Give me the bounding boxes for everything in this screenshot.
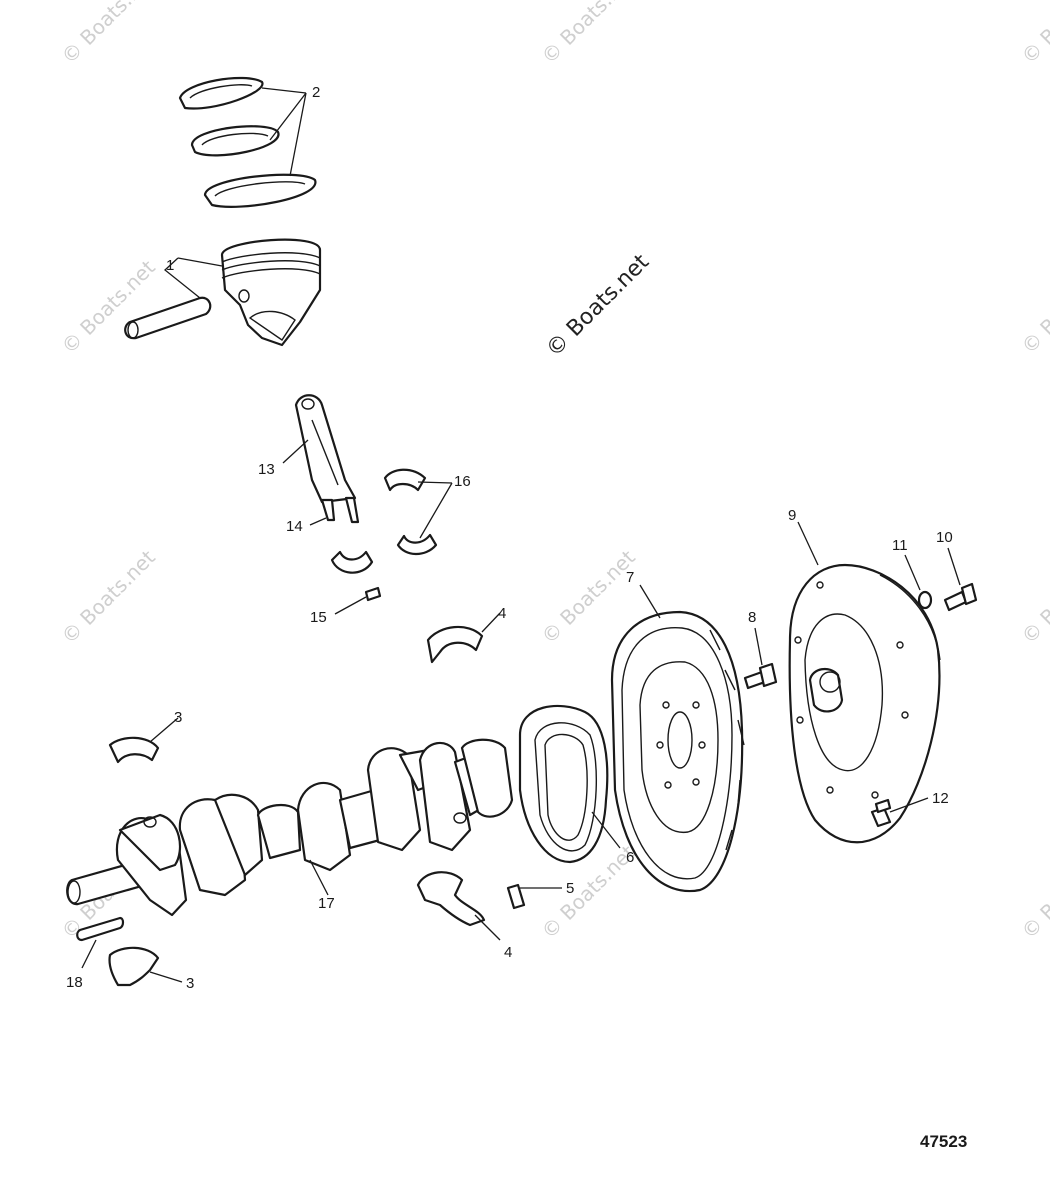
- pin-5: [506, 883, 526, 910]
- main-bearing-4-lower: [416, 871, 486, 927]
- callout-15: 15: [310, 609, 327, 626]
- dowel-pin-18: [76, 916, 125, 942]
- connecting-rod: [294, 394, 360, 524]
- callout-14: 14: [286, 518, 303, 535]
- watermark-faint: © Boats.net: [1017, 0, 1050, 69]
- watermark-faint: © Boats.net: [57, 0, 160, 69]
- watermark-faint: © Boats.net: [1017, 255, 1050, 358]
- watermark-faint: © Boats.net: [57, 545, 160, 648]
- watermark-faint: © Boats.net: [537, 0, 640, 69]
- callout-6: 6: [626, 849, 634, 866]
- crankshaft: [66, 738, 514, 917]
- callout-4-lower: 4: [504, 944, 512, 961]
- watermark-main: © Boats.net: [542, 249, 655, 362]
- main-bearing-3-lower: [108, 946, 160, 987]
- callout-7: 7: [626, 569, 634, 586]
- callout-10: 10: [936, 529, 953, 546]
- main-bearing-3-upper: [108, 736, 160, 764]
- piston: [124, 238, 322, 347]
- bolt-10: [943, 582, 978, 612]
- callout-3-lower: 3: [186, 975, 194, 992]
- bolt-8: [743, 662, 778, 690]
- watermark-faint: © Boats.net: [57, 255, 160, 358]
- callout-1: 1: [166, 257, 174, 274]
- callout-18: 18: [66, 974, 83, 991]
- dowel-15: [364, 586, 382, 602]
- callout-17: 17: [318, 895, 335, 912]
- damper: [788, 563, 941, 844]
- watermark-faint: © Boats.net: [1017, 545, 1050, 648]
- watermark-faint: © Boats.net: [537, 545, 640, 648]
- callout-12: 12: [932, 790, 949, 807]
- rod-bearings-16: [383, 468, 438, 556]
- callout-11: 11: [892, 537, 908, 554]
- callout-3: 3: [174, 709, 182, 726]
- main-bearing-4-upper: [426, 625, 484, 664]
- callout-numbers: 2 1 13 16 14 15 4 3 17 5 6 7 8 9 11 10 1…: [66, 84, 953, 992]
- figure-number: 47523: [920, 1132, 967, 1151]
- callout-9: 9: [788, 507, 796, 524]
- watermark-faint: © Boats.net: [1017, 840, 1050, 943]
- callout-2: 2: [312, 84, 320, 101]
- rod-bearing-lower: [330, 550, 374, 574]
- callout-16: 16: [454, 473, 471, 490]
- callout-8: 8: [748, 609, 756, 626]
- callout-5: 5: [566, 880, 574, 897]
- fitting-12: [870, 798, 892, 828]
- washer-11: [917, 590, 933, 610]
- flywheel: [610, 610, 745, 893]
- piston-rings: [178, 76, 317, 208]
- callout-13: 13: [258, 461, 275, 478]
- callout-4: 4: [498, 605, 506, 622]
- rear-main-seal: [518, 704, 609, 864]
